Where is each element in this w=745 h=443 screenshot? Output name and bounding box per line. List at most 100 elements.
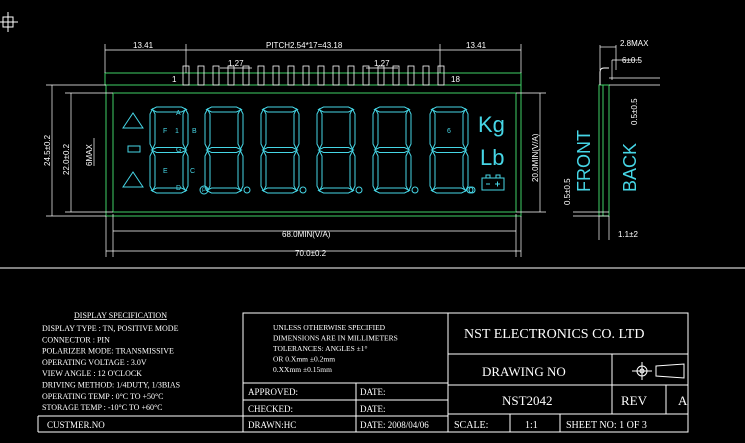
sheet-number: SHEET NO: 1 OF 3 <box>566 420 647 431</box>
date-drawn-label: DATE: 2008/04/06 <box>360 420 429 430</box>
segment-c <box>405 149 412 193</box>
seg-label-1: 1 <box>175 128 179 135</box>
decimal-point <box>468 186 476 194</box>
decimal-point <box>411 186 419 194</box>
indicator-symbols <box>122 112 144 188</box>
dimension-texts: 13.41 PITCH2.54*17=43.18 13.41 1.27 1.27… <box>43 41 540 258</box>
segment-g <box>317 147 355 153</box>
dim-pitch: PITCH2.54*17=43.18 <box>266 41 343 50</box>
segment-b <box>237 107 244 151</box>
pin-first-label: 1 <box>172 75 177 84</box>
spec-row: DRIVING METHOD: 1/4DUTY, 1/3BIAS <box>42 381 180 390</box>
side-view-texts: 2.8MAX 6±0.5 0.5±0.5 0.5±0.5 1.1±2 FRONT… <box>563 39 649 239</box>
segment-e <box>204 149 211 193</box>
segment-a <box>150 106 188 113</box>
drawing-no-label: DRAWING NO <box>482 364 566 379</box>
digit-group <box>149 106 476 194</box>
spec-row: OPERATING TEMP : 0°C TO +50°C <box>42 392 164 401</box>
segment-c <box>349 149 356 193</box>
note-line: TOLERANCES: ANGLES ±1° <box>273 344 367 353</box>
pin <box>362 65 370 86</box>
pin <box>272 65 280 86</box>
seven-segment-digit <box>372 106 419 194</box>
crosshair-cursor-icon <box>0 12 18 32</box>
segment-d <box>150 187 188 194</box>
dim-height-outer: 24.5±0.2 <box>43 134 52 166</box>
spec-row: DISPLAY TYPE : TN, POSITIVE MODE <box>42 324 179 333</box>
dimension-lines <box>46 44 546 257</box>
unit-indicators: Kg Lb <box>478 112 505 191</box>
pin <box>347 65 355 86</box>
pin <box>212 65 220 86</box>
decimal-point <box>243 186 251 194</box>
arrow-up-bottom-icon <box>122 171 144 188</box>
seven-segment-digit <box>316 106 363 194</box>
seven-segment-digit <box>429 106 476 194</box>
dim-left-margin: 13.41 <box>133 41 154 50</box>
seg-label-b: B <box>192 128 197 135</box>
pin <box>392 65 400 86</box>
segment-e <box>260 149 267 193</box>
side-view <box>573 45 660 240</box>
date-checked-label: DATE: <box>360 404 386 414</box>
customer-no-label: CUSTMER.NO <box>47 420 105 430</box>
drawing-number: NST2042 <box>502 393 553 408</box>
scale-value: 1:1 <box>525 420 538 431</box>
segment-labels: A F 1 B G E C D P 6 <box>163 110 451 195</box>
segment-c <box>462 149 469 193</box>
dim-pin-width-left: 1.27 <box>228 59 244 68</box>
seg-label-f: F <box>163 128 167 135</box>
segment-d <box>317 187 355 194</box>
seg-label-6: 6 <box>447 128 451 135</box>
pin <box>257 65 265 86</box>
decimal-point <box>466 186 474 194</box>
pin <box>407 65 415 86</box>
segment-a <box>317 106 355 113</box>
segment-f <box>149 107 156 151</box>
segment-c <box>293 149 300 193</box>
segment-a <box>373 106 411 113</box>
pin <box>302 65 310 86</box>
pin <box>437 65 445 86</box>
scale-label: SCALE: <box>454 420 488 431</box>
segment-g <box>261 147 299 153</box>
segment-b <box>349 107 356 151</box>
spec-row: VIEW ANGLE : 12 O'CLOCK <box>42 369 142 378</box>
segment-g <box>150 147 188 153</box>
segment-e <box>372 149 379 193</box>
projection-symbol-icon <box>632 362 685 380</box>
dim-side-offset2: 0.5±0.5 <box>563 178 572 205</box>
note-line: OR 0.Xmm ±0.2mm <box>273 355 335 364</box>
seven-segment-digit <box>204 106 251 194</box>
dim-va-width: 68.0MIN(V/A) <box>282 230 331 239</box>
segment-c <box>237 149 244 193</box>
dim-height-va: 6MAX <box>85 144 94 166</box>
unit-kg: Kg <box>478 112 505 137</box>
segment-f <box>429 107 436 151</box>
rev-value: A <box>678 393 688 408</box>
drawn-label: DRAWN:HC <box>248 420 296 430</box>
segment-d <box>261 187 299 194</box>
segment-b <box>462 107 469 151</box>
segment-e <box>316 149 323 193</box>
pin <box>227 65 235 86</box>
spec-row: STORAGE TEMP : -10°C TO +60°C <box>42 403 162 412</box>
segment-d <box>205 187 243 194</box>
spec-row: OPERATING VOLTAGE : 3.0V <box>42 358 147 367</box>
segment-b <box>405 107 412 151</box>
pin <box>197 65 205 86</box>
seg-label-p: P <box>202 188 206 194</box>
seven-segment-digit <box>149 106 189 194</box>
seg-label-a: A <box>176 110 181 117</box>
dim-pin-width-right: 1.27 <box>374 59 390 68</box>
title-block-texts: NST ELECTRONICS CO. LTD DRAWING NO NST20… <box>454 327 688 431</box>
pin <box>317 65 325 86</box>
dim-side-pin: 6±0.5 <box>622 56 643 65</box>
lcd-front-view <box>104 72 522 217</box>
segment-a <box>430 106 468 113</box>
segment-e <box>149 149 156 193</box>
pin-row <box>182 65 445 86</box>
dim-right-margin: 13.41 <box>466 41 487 50</box>
approvals: APPROVED: CHECKED: DRAWN:HC DATE: DATE: … <box>248 387 429 430</box>
seg-label-g: G <box>176 147 181 154</box>
